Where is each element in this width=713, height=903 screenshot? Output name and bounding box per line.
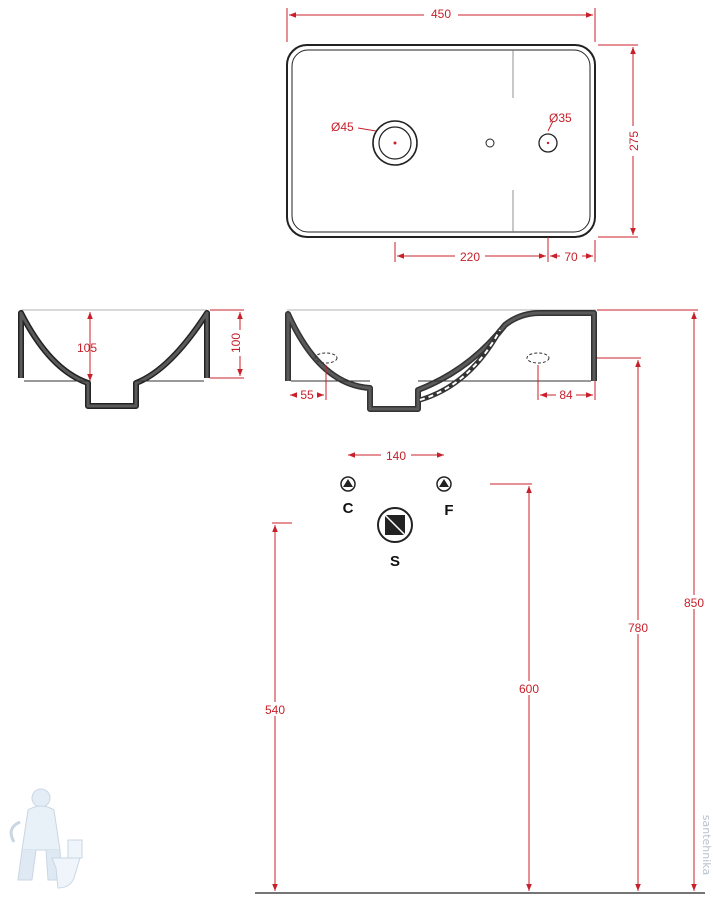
dimension-width-label: 450: [431, 7, 451, 21]
drain-outer-ring: [372, 120, 418, 166]
drain-inner-ring: [378, 126, 412, 160]
dimension-tap-offset-label: 84: [559, 388, 573, 402]
dimension-depth-label: 275: [627, 131, 641, 151]
front-section-view: 105 100: [18, 309, 247, 409]
dimension-basin-top-height-label: 850: [684, 596, 704, 610]
dimension-tap-to-edge-label: 70: [564, 250, 578, 264]
dimension-basin-bottom-height-label: 780: [628, 621, 648, 635]
dimension-drain-height-label: 540: [265, 703, 285, 717]
tap-hole: [538, 133, 558, 153]
dimension-supply-height-label: 600: [519, 682, 539, 696]
tap-hole-section: [526, 352, 550, 364]
dimension-connection-spacing-label: 140: [386, 449, 406, 463]
installation-heights: 540 600 780 850: [255, 309, 707, 894]
dimension-height-label: 100: [229, 333, 243, 353]
drain-center: [393, 141, 397, 145]
dimension-inner-depth-label: 105: [77, 341, 97, 355]
dimension-drain-to-tap-label: 220: [460, 250, 480, 264]
overflow-hole: [485, 138, 495, 148]
basin-section-left-wall: [18, 310, 210, 409]
overflow-outlet: [314, 352, 338, 364]
drain-label: S: [390, 553, 400, 570]
basin-outer-outline: [286, 44, 596, 238]
basin-inner-outline: [291, 49, 591, 233]
top-view: 450 275 Ø45 Ø35 220 70: [286, 6, 641, 264]
cold-water-label: C: [343, 500, 354, 517]
site-watermark: santehnika: [700, 815, 713, 875]
tap-hole-diameter-label: Ø35: [549, 111, 572, 125]
side-section-view: 55 84: [285, 309, 597, 412]
dimension-overflow-offset-label: 55: [300, 388, 314, 402]
hot-water-label: F: [444, 502, 453, 519]
connections-layout: 140 C F S: [340, 448, 454, 570]
plumber-mascot-watermark: [9, 788, 83, 889]
drain-diameter-label: Ø45: [331, 120, 354, 134]
tap-hole-center: [546, 141, 550, 145]
